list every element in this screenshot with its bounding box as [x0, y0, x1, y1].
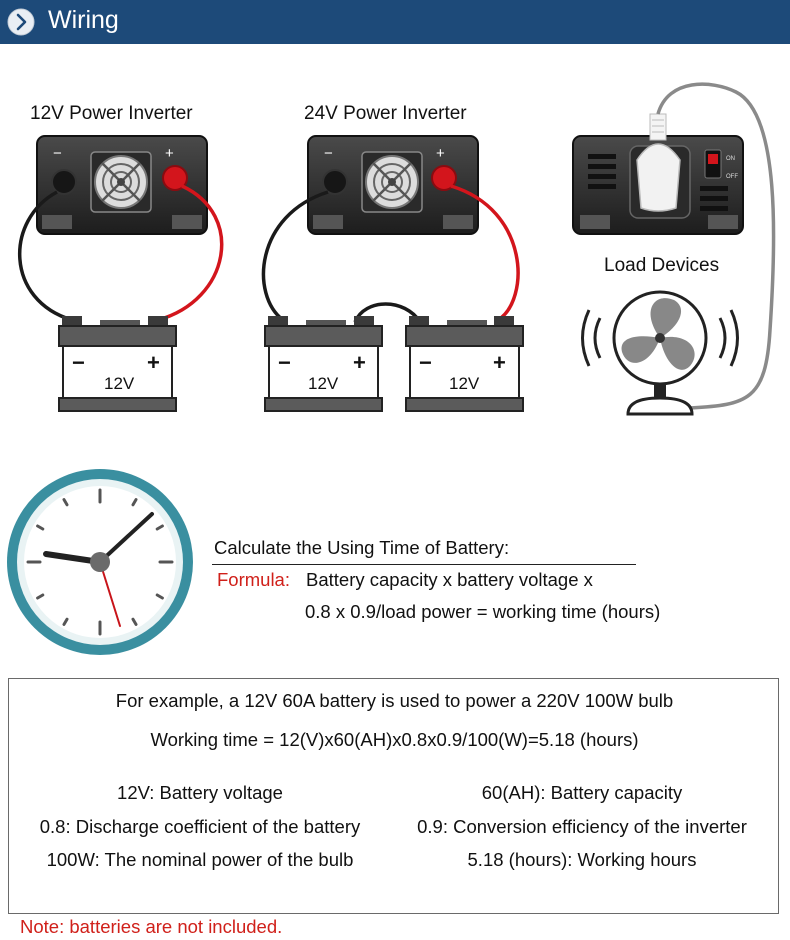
definition-conversion-efficiency: 0.9: Conversion efficiency of the invert… — [417, 816, 747, 837]
series-link-cable — [353, 302, 422, 324]
battery-voltage-label: 12V — [104, 374, 135, 393]
inverter-24v-label: 24V Power Inverter — [304, 103, 467, 124]
inverter-12v-label: 12V Power Inverter — [30, 103, 193, 124]
chevron-right-icon — [7, 8, 35, 36]
clock-icon — [7, 469, 193, 655]
fan-device-icon — [612, 290, 708, 416]
page-title: Wiring — [48, 6, 119, 34]
negative-cable — [17, 190, 73, 322]
battery-plus-sign: + — [353, 350, 366, 375]
calc-divider — [212, 564, 636, 565]
battery-minus-sign: − — [72, 350, 85, 375]
header-bar: Wiring — [0, 0, 790, 44]
formula-line-1: Battery capacity x battery voltage x — [306, 569, 593, 590]
battery-voltage-label: 12V — [449, 374, 480, 393]
battery-minus-sign: − — [278, 350, 291, 375]
example-box — [8, 678, 779, 914]
battery — [405, 316, 524, 412]
vibration-lines — [581, 309, 739, 367]
battery-plus-sign: + — [493, 350, 506, 375]
example-line-2: Working time = 12(V)x60(AH)x0.8x0.9/100(… — [150, 729, 639, 750]
terminal-plus-label: + — [165, 145, 174, 162]
definition-discharge-coefficient: 0.8: Discharge coefficient of the batter… — [39, 816, 361, 837]
power-cord — [656, 82, 776, 410]
battery-voltage-label: 12V — [308, 374, 339, 393]
positive-cable — [157, 184, 224, 322]
terminal-minus-label: − — [53, 145, 62, 162]
note-text: Note: batteries are not included. — [20, 916, 283, 937]
wiring-diagram: − + − + — [17, 82, 776, 416]
negative-cable — [261, 190, 329, 322]
load-devices-label: Load Devices — [604, 255, 720, 276]
calc-heading: Calculate the Using Time of Battery: — [214, 537, 510, 558]
battery — [264, 316, 383, 412]
battery-plus-sign: + — [147, 350, 160, 375]
formula-label: Formula: — [217, 569, 290, 590]
definition-battery-voltage: 12V: Battery voltage — [117, 782, 283, 803]
positive-cable — [450, 184, 520, 322]
definition-battery-capacity: 60(AH): Battery capacity — [481, 782, 683, 803]
switch-on-label: ON — [726, 156, 735, 162]
fan-icon — [361, 151, 423, 213]
switch-off-label: OFF — [726, 174, 738, 180]
inverter-12v — [36, 135, 208, 235]
definition-nominal-power: 100W: The nominal power of the bulb — [46, 849, 354, 870]
formula-line-2: 0.8 x 0.9/load power = working time (hou… — [305, 601, 661, 622]
example-line-1: For example, a 12V 60A battery is used t… — [115, 690, 674, 711]
terminal-plus-label: + — [436, 145, 445, 162]
battery — [58, 316, 177, 412]
fan-icon — [90, 151, 152, 213]
definition-working-hours: 5.18 (hours): Working hours — [467, 849, 697, 870]
inverter-24v — [307, 135, 479, 235]
battery-minus-sign: − — [419, 350, 432, 375]
terminal-minus-label: − — [324, 145, 333, 162]
plug-icon — [636, 113, 681, 212]
